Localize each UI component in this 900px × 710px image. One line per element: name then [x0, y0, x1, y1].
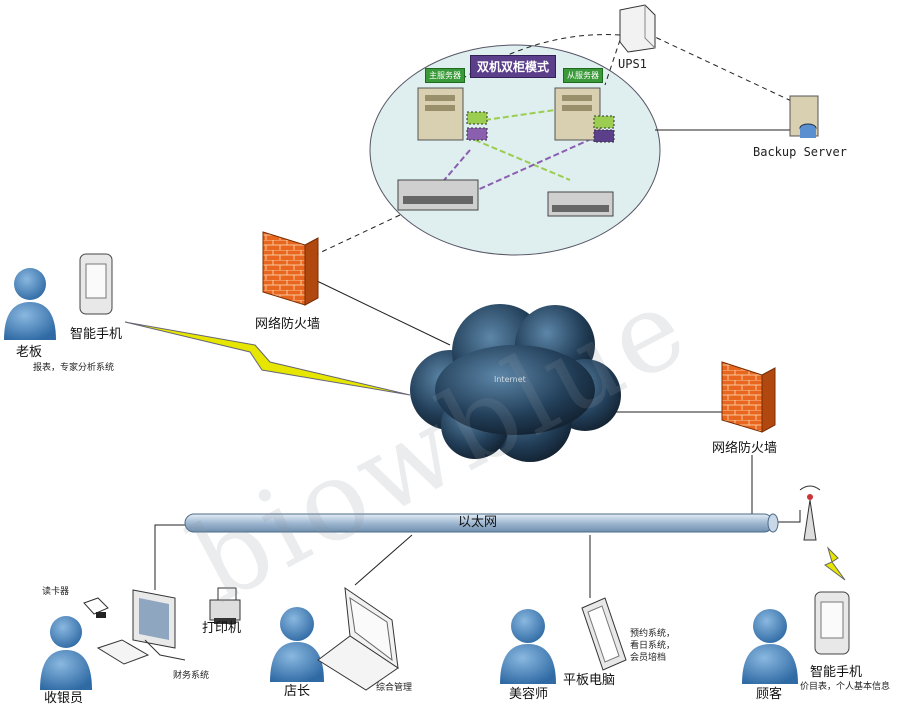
firewall-top-shape	[262, 231, 319, 306]
ethernet-label: 以太网	[458, 515, 498, 530]
primary-server	[417, 87, 464, 141]
card-reader-label: 读卡器	[42, 587, 70, 597]
person-cashier	[40, 616, 92, 690]
firewall-top-label: 网络防火墙	[255, 317, 321, 332]
phone-boss-device	[79, 253, 113, 315]
manager-label: 店长	[284, 684, 311, 699]
cluster-links	[439, 104, 601, 201]
storage-array-1	[397, 179, 479, 211]
beautician-label: 美容师	[509, 687, 549, 702]
keyboard-device	[96, 639, 150, 665]
person-boss	[4, 268, 56, 340]
lightning-bolt-customer	[824, 546, 846, 581]
backup-server-device	[789, 95, 819, 138]
person-customer	[742, 609, 798, 684]
manager-note: 综合管理	[376, 683, 413, 693]
tablet-note-3: 会员培档	[630, 653, 667, 663]
lightning-bolt-boss	[124, 321, 411, 396]
tablet-device	[581, 597, 627, 671]
person-manager	[270, 607, 324, 682]
boss-phone-label: 智能手机	[70, 327, 123, 342]
secondary-server-tag: 从服务器	[563, 68, 603, 83]
internet-cloud	[410, 304, 621, 462]
backup-server-label: Backup Server	[753, 145, 847, 159]
cluster-switches	[466, 111, 615, 143]
solid-links	[154, 129, 801, 598]
secondary-server	[554, 87, 601, 141]
wifi-antenna	[799, 485, 821, 541]
boss-note: 报表，专家分析系统	[33, 363, 115, 373]
tablet-label: 平板电脑	[563, 673, 616, 688]
customer-phone-label: 智能手机	[810, 665, 863, 680]
firewall-right-shape	[721, 361, 776, 433]
laptop-device	[317, 586, 399, 691]
ethernet-pipe	[184, 513, 779, 533]
card-reader-device	[83, 597, 109, 618]
person-beautician	[500, 609, 556, 684]
phone-customer-device	[814, 591, 850, 655]
customer-note: 价目表，个人基本信息	[800, 682, 891, 692]
finance-system-label: 财务系统	[173, 671, 210, 681]
tablet-note-2: 看日系统，	[630, 641, 676, 651]
ups-device	[619, 4, 656, 53]
internet-label: Internet	[494, 375, 526, 384]
primary-server-tag: 主服务器	[425, 68, 465, 83]
ups-label: UPS1	[618, 57, 647, 71]
tablet-note-1: 预约系统，	[630, 629, 676, 639]
storage-array-2	[547, 191, 614, 217]
cashier-monitor	[132, 589, 186, 661]
cluster-mode-title: 双机双柜模式	[470, 55, 557, 78]
boss-label: 老板	[16, 345, 43, 360]
cashier-label: 收银员	[44, 691, 84, 706]
firewall-right-label: 网络防火墙	[712, 441, 778, 456]
printer-label: 打印机	[202, 621, 242, 636]
printer-device	[209, 587, 241, 624]
customer-label: 顾客	[756, 687, 783, 702]
